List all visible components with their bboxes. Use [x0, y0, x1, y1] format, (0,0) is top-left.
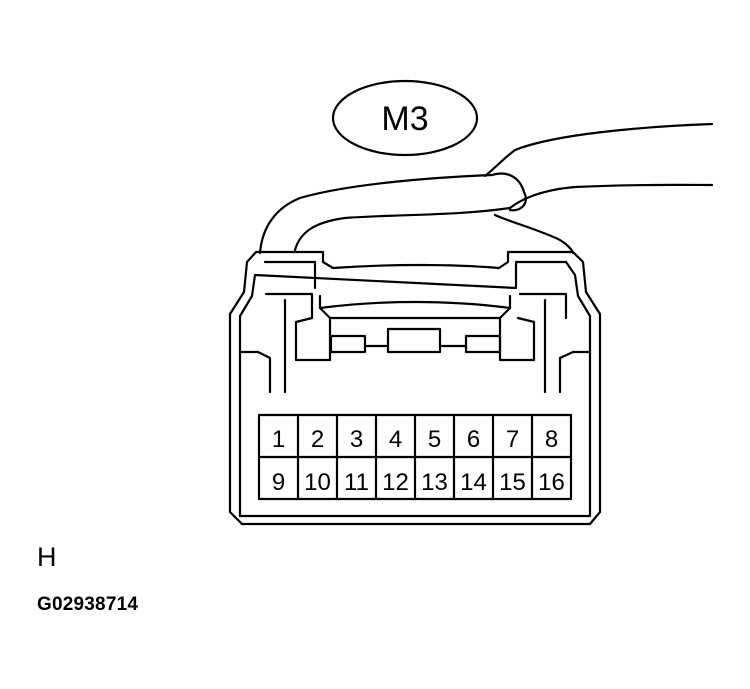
connector-housing [228, 250, 602, 526]
connector-latch [264, 292, 568, 394]
pin-number: 1 [272, 426, 285, 453]
pin-number: 15 [499, 469, 526, 496]
pin-number: 11 [344, 469, 369, 496]
pin-number: 8 [545, 426, 558, 453]
pin-number: 10 [304, 469, 331, 496]
pin-number: 7 [506, 426, 519, 453]
pin-number: 5 [428, 426, 441, 453]
pin-number: 14 [460, 469, 487, 496]
view-letter: H [37, 542, 57, 572]
pin-number: 2 [311, 426, 324, 453]
connector-label: M3 [381, 100, 428, 138]
pin-row-bottom: 9 10 11 12 13 14 15 16 [272, 469, 565, 496]
wire-harness [258, 122, 714, 255]
pin-number: 13 [421, 469, 448, 496]
pin-number: 6 [467, 426, 480, 453]
figure-code: G02938714 [37, 594, 139, 615]
pin-number: 16 [538, 469, 565, 496]
pin-number: 9 [272, 469, 285, 496]
pin-number: 3 [350, 426, 363, 453]
pin-row-top: 1 2 3 4 5 6 7 8 [272, 426, 558, 453]
connector-label-ellipse [331, 79, 479, 157]
pin-grid [257, 413, 573, 501]
pin-number: 12 [382, 469, 409, 496]
pin-number: 4 [389, 426, 402, 453]
